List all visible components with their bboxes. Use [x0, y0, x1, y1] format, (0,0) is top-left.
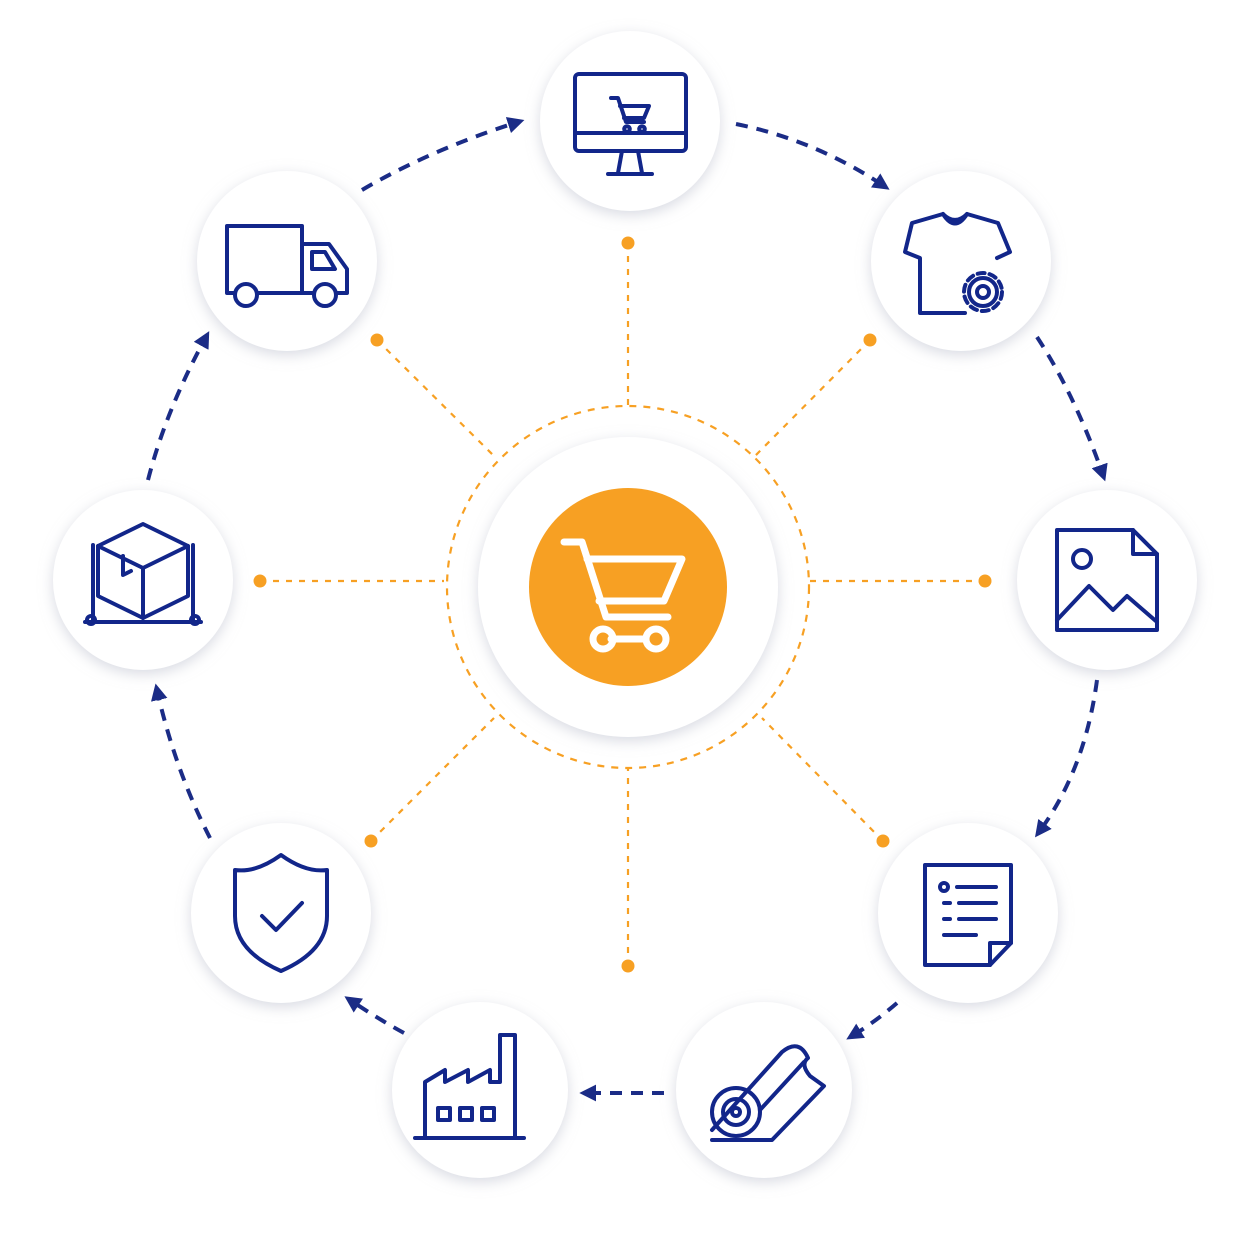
flow-arrow — [360, 117, 525, 192]
connector-dot — [253, 574, 267, 588]
hub-dashed-ring — [445, 404, 811, 770]
node-circle — [392, 1002, 568, 1178]
node-circle — [871, 171, 1051, 351]
node-quality-check — [191, 823, 371, 1003]
node-fabric — [676, 1002, 852, 1178]
connector-line — [370, 717, 495, 842]
flow-arrow — [1034, 679, 1099, 838]
flow-arrow — [1035, 335, 1108, 482]
connector-dot — [876, 834, 890, 848]
node-circle — [191, 823, 371, 1003]
delivery-truck-icon — [225, 224, 349, 308]
node-circle — [1017, 490, 1197, 670]
node-manufacturing — [392, 1002, 568, 1178]
flow-arrow — [344, 996, 405, 1035]
shopping-cart-icon — [560, 538, 686, 653]
connector-dot — [621, 236, 635, 250]
node-artwork — [1017, 490, 1197, 670]
fabric-roll-icon — [710, 1044, 826, 1142]
hub-connectors — [253, 236, 992, 973]
flow-arrows — [146, 117, 1108, 1102]
document-list-icon — [923, 863, 1013, 967]
flow-arrow — [846, 1001, 899, 1040]
factory-icon — [413, 1033, 526, 1140]
node-packaging — [53, 490, 233, 670]
connector-dot — [370, 333, 384, 347]
node-circle — [197, 171, 377, 351]
connector-dot — [364, 834, 378, 848]
node-shipping — [197, 171, 377, 351]
flow-arrow — [151, 683, 212, 839]
hub — [478, 437, 778, 737]
image-file-icon — [1055, 528, 1159, 632]
node-circle — [676, 1002, 852, 1178]
package-box-icon — [83, 522, 203, 626]
connector-line — [761, 717, 884, 842]
monitor-cart-icon — [573, 72, 688, 176]
connector-line — [376, 339, 495, 457]
node-circle — [878, 823, 1058, 1003]
connector-dot — [863, 333, 877, 347]
hub-orange-circle — [529, 488, 727, 686]
flow-arrow — [146, 331, 210, 481]
connector-line — [754, 339, 871, 457]
node-online-store — [540, 31, 720, 211]
tshirt-gear-icon — [903, 212, 1012, 315]
node-apparel-design — [871, 171, 1051, 351]
shield-check-icon — [233, 853, 329, 973]
flow-arrow — [735, 122, 890, 190]
process-nodes — [53, 31, 1197, 1178]
connector-dot — [621, 959, 635, 973]
node-order-document — [878, 823, 1058, 1003]
connector-dot — [978, 574, 992, 588]
